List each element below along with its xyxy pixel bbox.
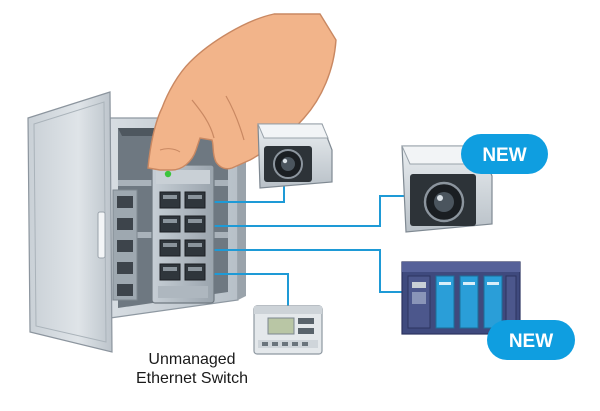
ethernet-cables — [204, 185, 404, 310]
cable-to-plc — [204, 249, 402, 293]
caption-line-2: Ethernet Switch — [135, 370, 249, 387]
status-led — [164, 170, 172, 178]
cabinet-door — [27, 91, 113, 353]
new-badge-top-label: NEW — [482, 145, 526, 166]
new-badge-bottom-label: NEW — [509, 331, 553, 352]
cable-to-camera-1 — [204, 185, 285, 203]
new-badge-bottom: NEW — [487, 320, 575, 360]
caption-line-1: Unmanaged — [148, 351, 236, 368]
cable-to-meter — [204, 273, 289, 310]
camera-1 — [257, 123, 333, 189]
unmanaged-ethernet-switch — [151, 164, 215, 304]
existing-switch — [112, 189, 138, 301]
cable-to-new-camera — [204, 195, 404, 227]
new-badge-top: NEW — [461, 134, 548, 174]
power-meter — [253, 305, 323, 355]
new-camera — [401, 145, 493, 233]
switch-caption: Unmanaged Ethernet Switch — [112, 350, 272, 388]
switch-ports — [159, 191, 206, 281]
